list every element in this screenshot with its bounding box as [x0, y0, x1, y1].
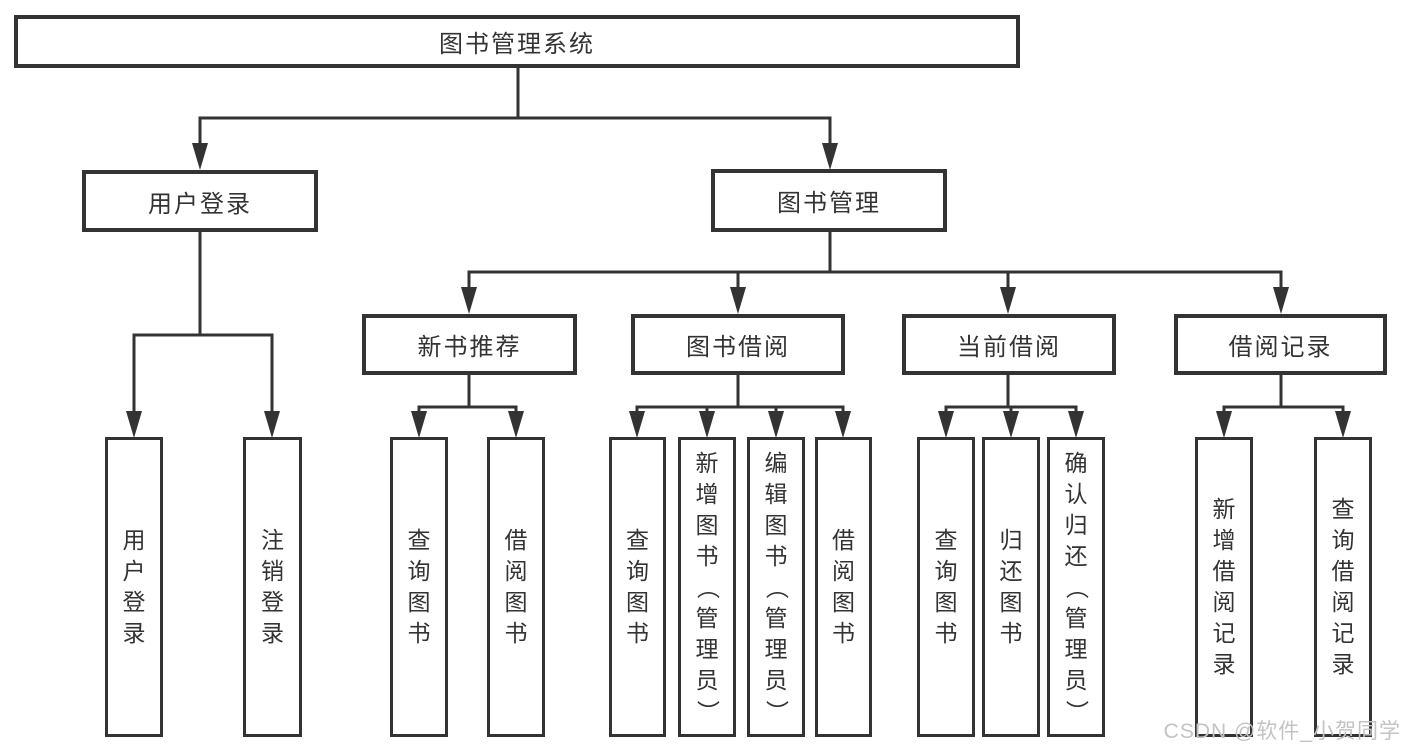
- node-current-borrowing: 当前借阅: [902, 314, 1116, 375]
- leaf-borrow-query-books-label: 查询图书: [626, 527, 649, 646]
- leaf-records-add-record: 新增借阅记录: [1195, 437, 1253, 737]
- leaf-current-confirm-return-admin-label: 确认归还（管理员）: [1063, 449, 1090, 723]
- leaf-current-query-books-label: 查询图书: [934, 527, 958, 646]
- csdn-watermark: CSDN @软件_小贺同学: [1163, 720, 1401, 743]
- leaf-borrow-borrow-books-label: 借阅图书: [832, 527, 855, 646]
- leaf-records-add-record-label: 新增借阅记录: [1212, 496, 1236, 677]
- leaf-logout-label: 注销登录: [261, 527, 284, 646]
- leaf-rec-query-books-label: 查询图书: [407, 527, 431, 646]
- node-user-login: 用户登录: [82, 170, 318, 232]
- node-new-book-recommendation: 新书推荐: [362, 314, 577, 375]
- leaf-rec-borrow-books-label: 借阅图书: [504, 527, 528, 646]
- leaf-rec-query-books: 查询图书: [390, 437, 448, 737]
- leaf-borrow-edit-books-admin-label: 编辑图书（管理员）: [763, 449, 790, 723]
- leaf-borrow-add-books-admin-label: 新增图书（管理员）: [694, 449, 721, 723]
- leaf-records-query-record: 查询借阅记录: [1314, 437, 1372, 737]
- node-book-management: 图书管理: [711, 169, 947, 232]
- node-book-borrowing: 图书借阅: [631, 314, 845, 375]
- node-book-management-label: 图书管理: [777, 190, 881, 217]
- leaf-user-login-label: 用户登录: [122, 527, 146, 646]
- node-borrow-records-label: 借阅记录: [1228, 334, 1333, 361]
- node-root: 图书管理系统: [14, 15, 1020, 68]
- arrowheads: [126, 143, 1351, 438]
- node-new-book-recommendation-label: 新书推荐: [417, 334, 522, 361]
- leaf-current-confirm-return-admin: 确认归还（管理员）: [1047, 437, 1105, 737]
- node-user-login-label: 用户登录: [148, 190, 252, 218]
- leaf-current-return-books-label: 归还图书: [999, 527, 1023, 646]
- leaf-borrow-query-books: 查询图书: [609, 437, 666, 737]
- leaf-logout: 注销登录: [243, 437, 302, 737]
- node-root-label: 图书管理系统: [439, 31, 595, 58]
- leaf-borrow-edit-books-admin: 编辑图书（管理员）: [747, 437, 805, 737]
- node-book-borrowing-label: 图书借阅: [686, 334, 790, 361]
- node-current-borrowing-label: 当前借阅: [957, 334, 1061, 361]
- leaf-rec-borrow-books: 借阅图书: [487, 437, 545, 737]
- node-borrow-records: 借阅记录: [1174, 314, 1387, 375]
- leaf-user-login: 用户登录: [105, 437, 163, 737]
- leaf-current-return-books: 归还图书: [982, 437, 1040, 737]
- leaf-records-query-record-label: 查询借阅记录: [1331, 496, 1355, 677]
- leaf-borrow-add-books-admin: 新增图书（管理员）: [678, 437, 736, 737]
- leaf-borrow-borrow-books: 借阅图书: [815, 437, 872, 737]
- leaf-current-query-books: 查询图书: [917, 437, 975, 737]
